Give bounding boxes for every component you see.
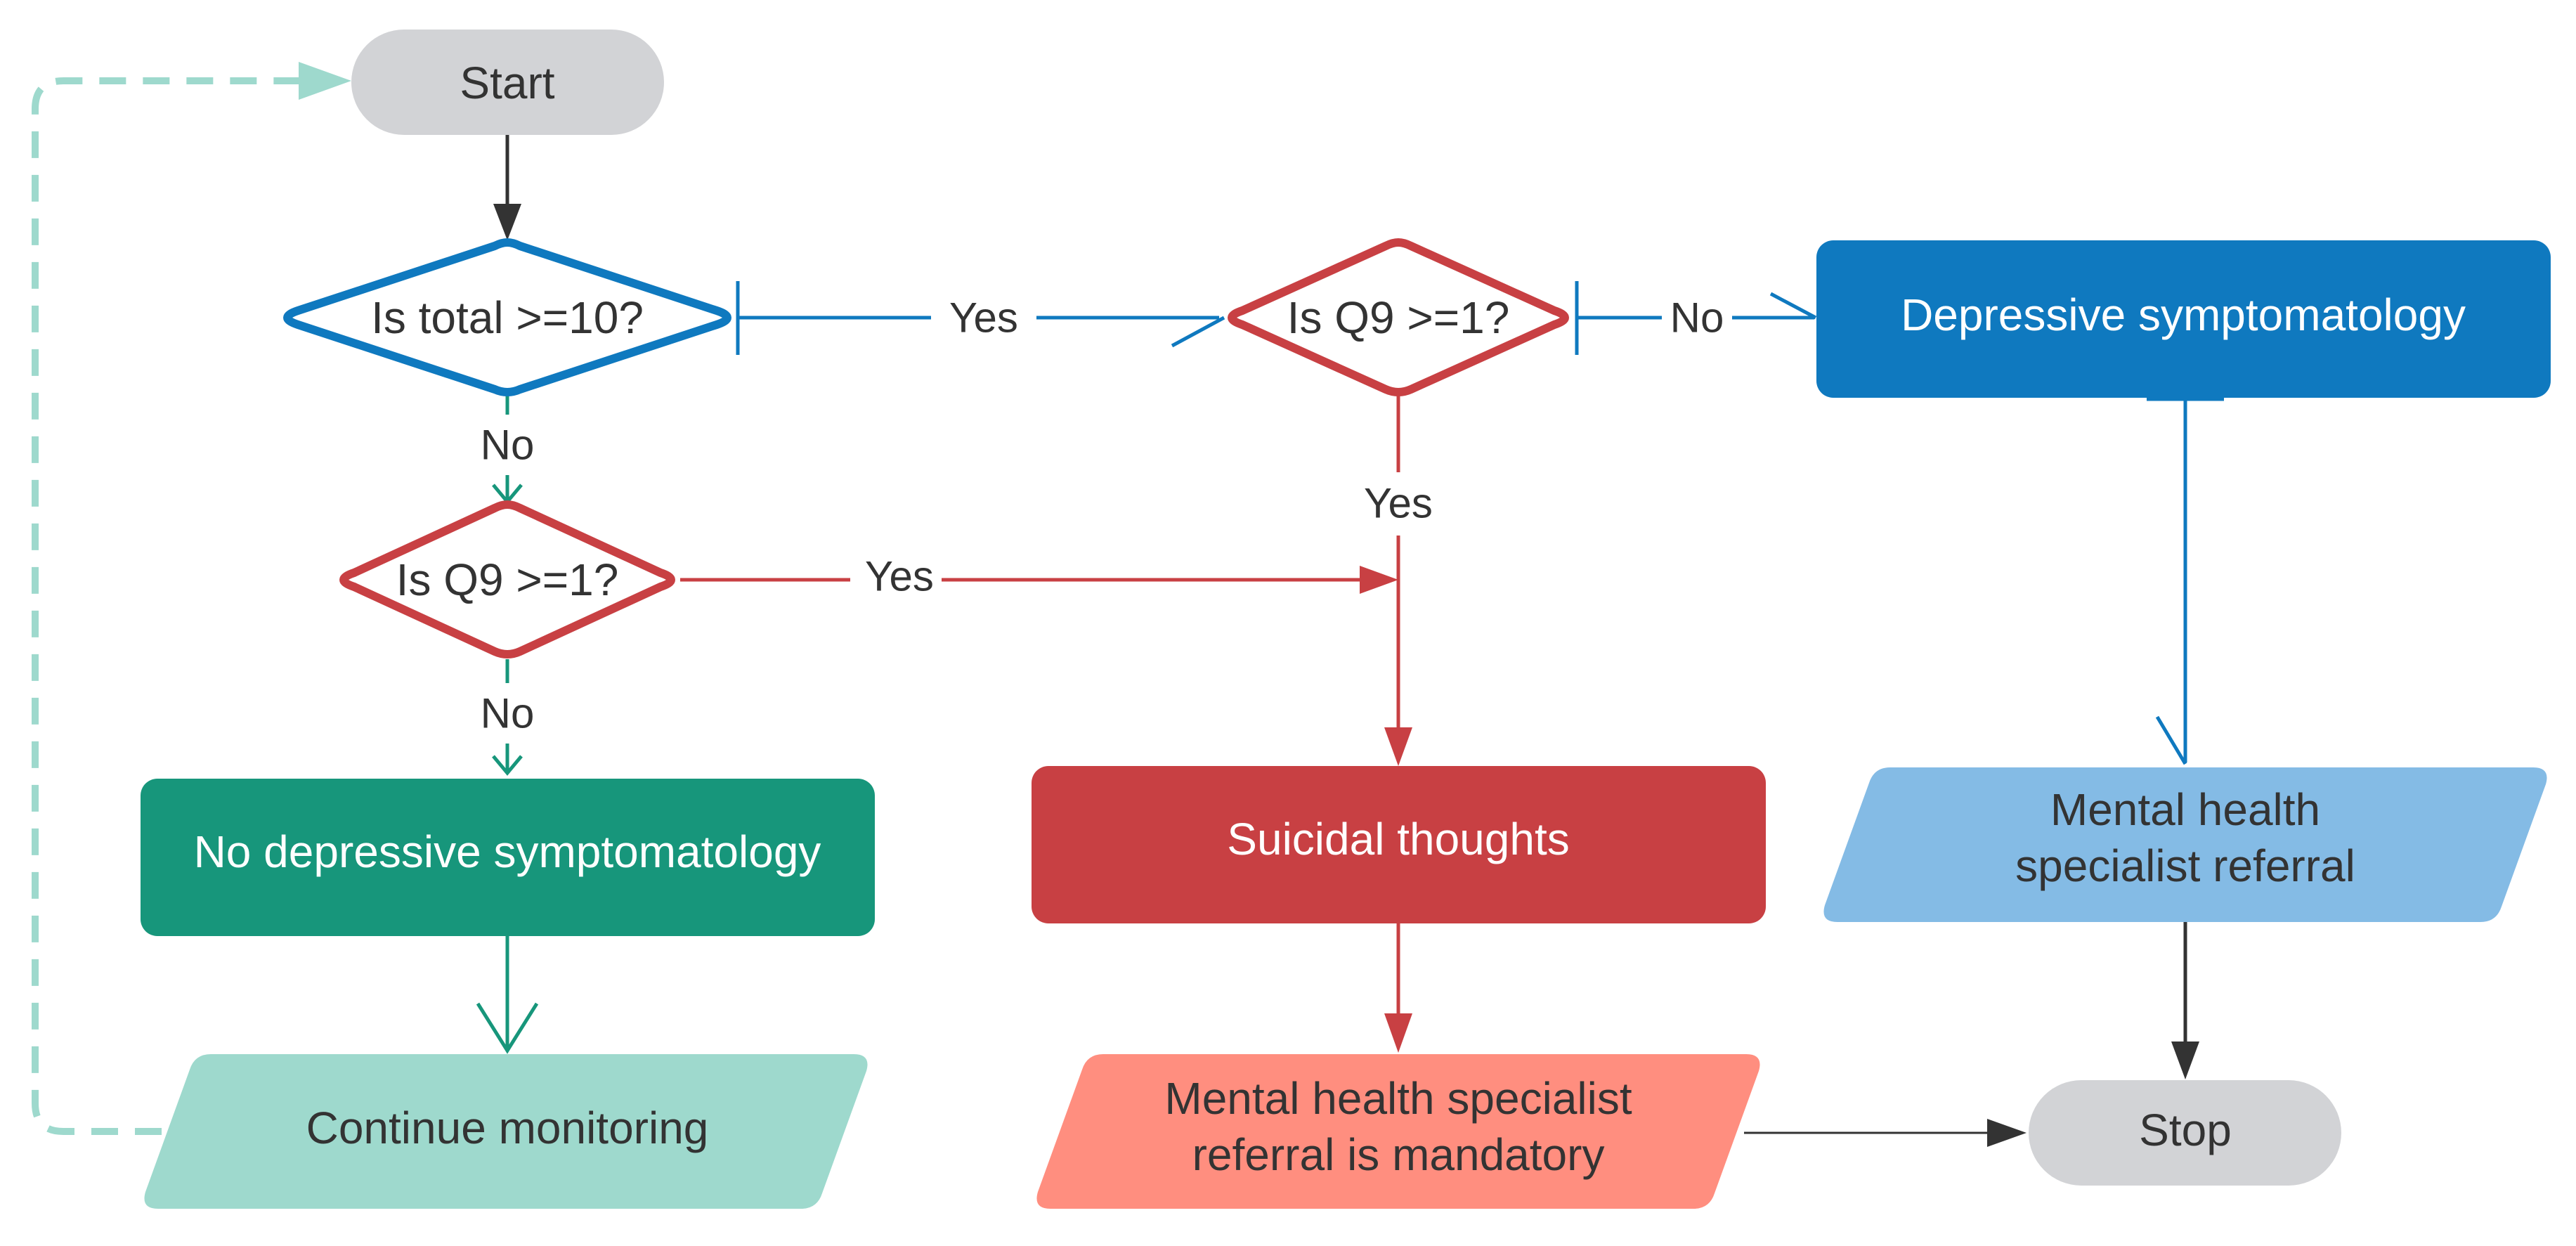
edge-label-total-no: No (481, 422, 535, 469)
edge-label-bg (471, 683, 544, 744)
data-mandatory-referral-line1: Mental health specialist (1164, 1073, 1632, 1124)
edge-label-q9top-no: No (1670, 294, 1724, 342)
decision-q9-left-label: Is Q9 >=1? (396, 554, 619, 605)
edge-label-total-yes: Yes (949, 294, 1018, 342)
process-depressive-symptomatology-label: Depressive symptomatology (1901, 290, 2466, 340)
data-mandatory-referral: Mental health specialist referral is man… (1036, 1054, 1760, 1209)
edge-monitoring-to-start-arrowhead (299, 62, 351, 100)
decision-q9-top-label: Is Q9 >=1? (1287, 292, 1510, 343)
start-node: Start (351, 30, 664, 135)
process-suicidal-thoughts: Suicidal thoughts (1032, 766, 1766, 923)
edge-q9left-no-arrowhead (492, 755, 523, 776)
edge-q9left-yes-arrowhead (1360, 566, 1398, 594)
process-no-depressive-symptomatology: No depressive symptomatology (141, 779, 875, 936)
edge-label-bg (1353, 472, 1444, 536)
edge-label-bg (1662, 285, 1732, 348)
edge-mandatory-to-stop-arrowhead (1987, 1119, 2027, 1147)
edge-referral-to-stop-arrowhead (2171, 1041, 2199, 1079)
decision-q9-top: Is Q9 >=1? (1228, 238, 1569, 396)
data-specialist-referral: Mental health specialist referral (1823, 767, 2547, 922)
stop-node: Stop (2029, 1080, 2341, 1186)
edge-monitoring-to-start (32, 77, 302, 1135)
edge-label-q9top-yes: Yes (1364, 480, 1433, 527)
data-specialist-referral-line2: specialist referral (2015, 841, 2355, 891)
data-continue-monitoring-label: Continue monitoring (306, 1103, 709, 1153)
edge-start-to-total-arrowhead (493, 204, 521, 240)
process-depressive-symptomatology: Depressive symptomatology (1816, 240, 2551, 398)
edge-total-yes-arrowhead (1171, 316, 1225, 348)
edge-depressive-to-referral-arrowhead (2155, 715, 2187, 765)
edge-label-bg (471, 415, 544, 475)
decision-total-check-label: Is total >=10? (371, 292, 644, 343)
edge-q9top-no-arrowhead (1769, 292, 1817, 320)
edge-nodepressive-to-monitoring-arrowhead (476, 1002, 539, 1054)
stop-label: Stop (2139, 1105, 2232, 1155)
edge-q9top-yes-arrowhead (1384, 727, 1412, 766)
decision-total-check: Is total >=10? (283, 238, 731, 396)
data-specialist-referral-line1: Mental health (2050, 784, 2320, 835)
decision-q9-left: Is Q9 >=1? (339, 500, 675, 658)
edge-label-q9left-yes: Yes (865, 553, 934, 600)
start-label: Start (460, 58, 554, 108)
edge-label-q9left-no: No (481, 690, 535, 737)
data-mandatory-referral-line2: referral is mandatory (1192, 1129, 1605, 1180)
edge-label-bg (850, 548, 942, 611)
edge-suicidal-to-mandatory-arrowhead (1384, 1013, 1412, 1053)
process-no-depressive-symptomatology-label: No depressive symptomatology (194, 826, 821, 877)
process-suicidal-thoughts-label: Suicidal thoughts (1227, 814, 1569, 864)
edge-label-bg (931, 285, 1036, 348)
data-continue-monitoring: Continue monitoring (144, 1054, 868, 1209)
